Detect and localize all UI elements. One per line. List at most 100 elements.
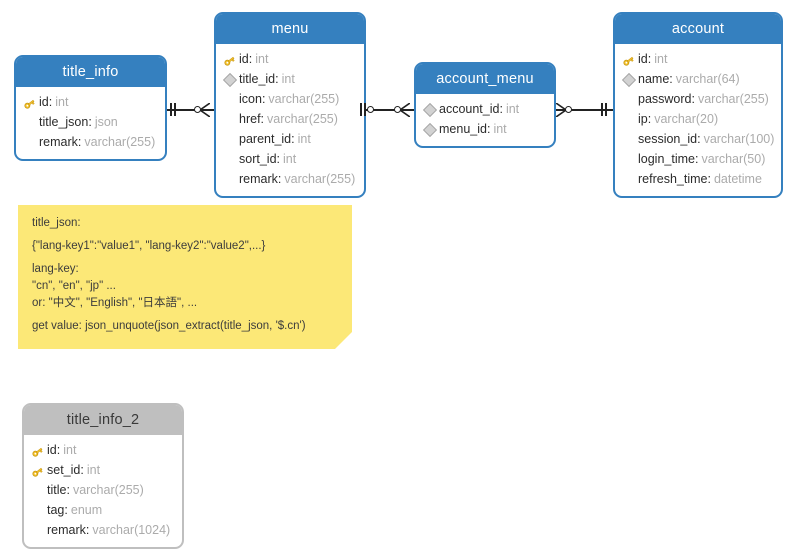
column-name: title_json [39, 115, 89, 129]
column-marker-none [222, 129, 239, 149]
column-name: ip [638, 112, 648, 126]
column-name: account_id [439, 102, 500, 116]
column-name: title_id [239, 72, 276, 86]
column-row[interactable]: set_id:int [24, 460, 182, 480]
sticky-note[interactable]: title_json:{"lang-key1":"value1", "lang-… [18, 205, 352, 349]
entity-title-menu: menu [216, 14, 364, 44]
relationship-account_menu-account[interactable] [555, 102, 613, 118]
column-row[interactable]: title_id:int [216, 69, 364, 89]
column-row[interactable]: tag:enum [24, 500, 182, 520]
column-row[interactable]: id:int [216, 49, 364, 69]
column-row[interactable]: sort_id:int [216, 149, 364, 169]
column-name: password [638, 92, 692, 106]
entity-title-title_info_2: title_info_2 [24, 405, 182, 435]
column-type: int [281, 72, 295, 86]
column-name: remark [239, 172, 278, 186]
column-name: set_id [47, 463, 81, 477]
cardinality-crowsfoot-icon [199, 102, 211, 118]
column-marker-none [30, 520, 47, 540]
column-type: varchar(1024) [92, 523, 171, 537]
column-separator: : [260, 112, 265, 126]
cardinality-crowsfoot-icon [555, 102, 567, 118]
diamond-icon [422, 99, 439, 119]
column-type: datetime [713, 172, 762, 186]
note-line: get value: json_unquote(json_extract(tit… [32, 320, 306, 333]
column-type: int [55, 95, 69, 109]
column-row[interactable]: remark:varchar(1024) [24, 520, 182, 540]
column-separator: : [88, 115, 92, 129]
column-type: varchar(255) [268, 92, 340, 106]
column-marker-none [30, 500, 47, 520]
column-row[interactable]: ip:varchar(20) [615, 109, 781, 129]
column-row[interactable]: title_json:json [16, 112, 165, 132]
column-row[interactable]: title:varchar(255) [24, 480, 182, 500]
column-marker-none [621, 89, 638, 109]
column-row[interactable]: session_id:varchar(100) [615, 129, 781, 149]
entity-title-account_menu: account_menu [416, 64, 554, 94]
column-marker-none [30, 480, 47, 500]
column-marker-none [22, 112, 39, 132]
column-type: varchar(255) [72, 483, 144, 497]
column-type: int [86, 463, 101, 477]
diamond-icon [222, 69, 239, 89]
column-type: int [297, 132, 311, 146]
column-name: login_time [638, 152, 695, 166]
column-row[interactable]: name:varchar(64) [615, 69, 781, 89]
key-icon [621, 49, 638, 69]
column-row[interactable]: id:int [16, 92, 165, 112]
column-marker-none [222, 169, 239, 189]
column-marker-none [621, 169, 638, 189]
key-icon [22, 92, 39, 112]
column-row[interactable]: remark:varchar(255) [16, 132, 165, 152]
column-separator: : [499, 102, 503, 116]
note-line: {"lang-key1":"value1", "lang-key2":"valu… [32, 240, 266, 253]
column-row[interactable]: parent_id:int [216, 129, 364, 149]
column-row[interactable]: id:int [615, 49, 781, 69]
column-name: remark [39, 135, 78, 149]
column-separator: : [647, 52, 652, 66]
relationship-menu-account_menu[interactable] [360, 102, 414, 118]
column-name: menu_id [439, 122, 487, 136]
column-row[interactable]: id:int [24, 440, 182, 460]
cardinality-crowsfoot-icon [399, 102, 411, 118]
column-name: id [39, 95, 49, 109]
column-name: id [239, 52, 249, 66]
cardinality-tick-icon [174, 103, 176, 116]
column-row[interactable]: href:varchar(255) [216, 109, 364, 129]
relationship-title_info-menu[interactable] [167, 102, 214, 118]
column-separator: : [85, 523, 90, 537]
column-separator: : [80, 463, 84, 477]
column-name: remark [47, 523, 86, 537]
column-type: int [493, 122, 507, 136]
cardinality-tick-icon [170, 103, 172, 116]
column-row[interactable]: remark:varchar(255) [216, 169, 364, 189]
note-line: lang-key: [32, 263, 79, 276]
column-separator: : [669, 72, 673, 86]
column-name: name [638, 72, 670, 86]
column-type: int [654, 52, 668, 66]
column-row[interactable]: menu_id:int [416, 119, 554, 139]
column-row[interactable]: refresh_time:datetime [615, 169, 781, 189]
key-icon [30, 460, 47, 480]
column-row[interactable]: login_time:varchar(50) [615, 149, 781, 169]
column-type: varchar(100) [703, 132, 775, 146]
column-marker-none [621, 149, 638, 169]
column-row[interactable]: icon:varchar(255) [216, 89, 364, 109]
column-type: varchar(64) [675, 72, 740, 86]
diamond-icon [621, 69, 638, 89]
column-row[interactable]: password:varchar(255) [615, 89, 781, 109]
column-type: int [255, 52, 269, 66]
column-separator: : [64, 503, 68, 517]
column-row[interactable]: account_id:int [416, 99, 554, 119]
note-line: or: "中文", "English", "日本語", ... [32, 297, 198, 310]
